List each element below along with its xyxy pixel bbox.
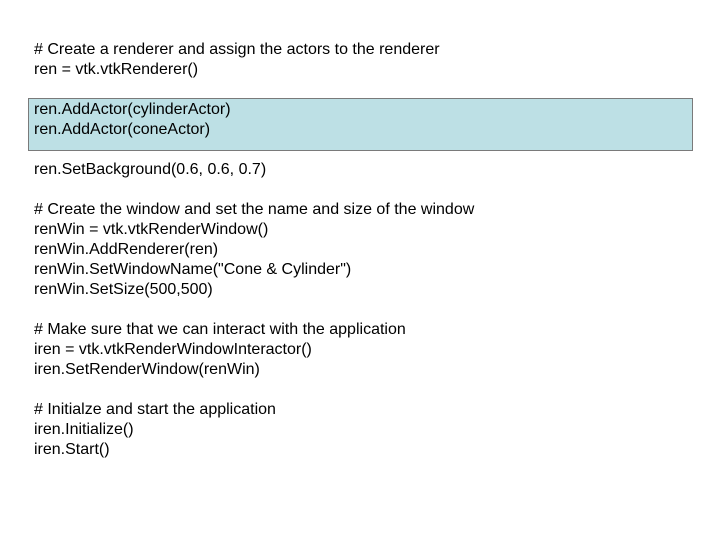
blank-line [34, 300, 674, 320]
code-line: ren = vtk.vtkRenderer() [34, 61, 199, 78]
highlight-box [28, 98, 693, 151]
blank-line [34, 380, 674, 400]
comment-line: # Make sure that we can interact with th… [34, 321, 406, 338]
blank-line [34, 180, 674, 200]
code-line: iren.SetRenderWindow(renWin) [34, 361, 260, 378]
code-line: iren = vtk.vtkRenderWindowInteractor() [34, 341, 312, 358]
comment-line: # Create the window and set the name and… [34, 201, 475, 218]
comment-line: # Initialze and start the application [34, 401, 276, 418]
code-line: renWin.SetSize(500,500) [34, 281, 213, 298]
code-line: renWin.SetWindowName("Cone & Cylinder") [34, 261, 352, 278]
code-listing: # Create a renderer and assign the actor… [34, 40, 674, 460]
highlighted-code-line: ren.AddActor(coneActor) [34, 121, 211, 138]
blank-line [34, 140, 674, 160]
comment-line: # Create a renderer and assign the actor… [34, 41, 440, 58]
code-line: renWin.AddRenderer(ren) [34, 241, 219, 258]
code-line: iren.Initialize() [34, 421, 134, 438]
code-line: iren.Start() [34, 441, 110, 458]
highlighted-code-line: ren.AddActor(cylinderActor) [34, 101, 231, 118]
code-line: ren.SetBackground(0.6, 0.6, 0.7) [34, 161, 267, 178]
blank-line [34, 80, 674, 100]
code-line: renWin = vtk.vtkRenderWindow() [34, 221, 269, 238]
